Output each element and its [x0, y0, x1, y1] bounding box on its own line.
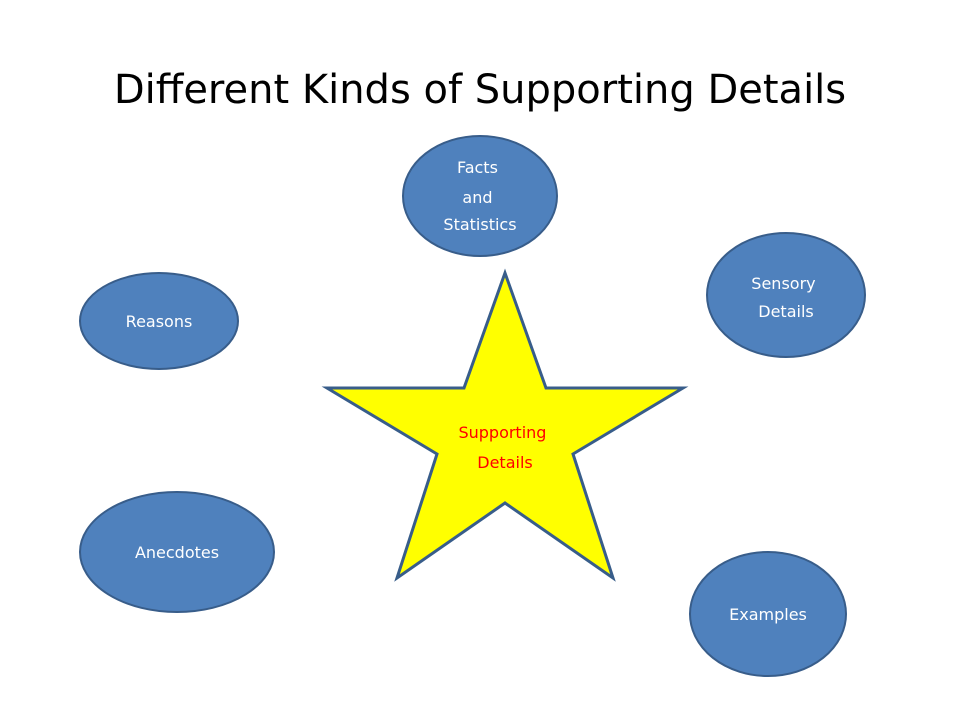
slide-title: Different Kinds of Supporting Details: [113, 67, 847, 113]
node-label: Sensory Details: [751, 274, 820, 321]
node-label-line: and: [462, 188, 492, 207]
node-label: Anecdotes: [135, 543, 219, 562]
node-examples: Examples: [689, 551, 847, 677]
node-bubble: [402, 135, 558, 257]
node-label: Facts and Statistics: [443, 158, 516, 234]
node-bubble: [689, 551, 847, 677]
node-bubble: [706, 232, 866, 358]
node-label: Examples: [729, 605, 807, 624]
node-label-line: Statistics: [443, 215, 516, 234]
node-anecdotes: Anecdotes: [79, 491, 275, 613]
node-label-line: Facts: [457, 158, 498, 177]
node-label: Reasons: [126, 312, 193, 331]
node-label-line: Anecdotes: [135, 543, 219, 562]
node-sensory-details: Sensory Details: [706, 232, 866, 358]
node-bubble: [79, 491, 275, 613]
star-shape: [321, 268, 689, 582]
node-label-line: Examples: [729, 605, 807, 624]
node-label-line: Reasons: [126, 312, 193, 331]
node-label-line: Details: [758, 302, 813, 321]
center-star: Supporting Details: [321, 268, 689, 582]
center-label-line: Supporting: [458, 423, 546, 442]
node-facts-and-statistics: Facts and Statistics: [402, 135, 558, 257]
center-label: Supporting Details: [458, 423, 551, 472]
node-bubble: [79, 272, 239, 370]
node-reasons: Reasons: [79, 272, 239, 370]
center-label-line: Details: [477, 453, 532, 472]
node-label-line: Sensory: [751, 274, 815, 293]
